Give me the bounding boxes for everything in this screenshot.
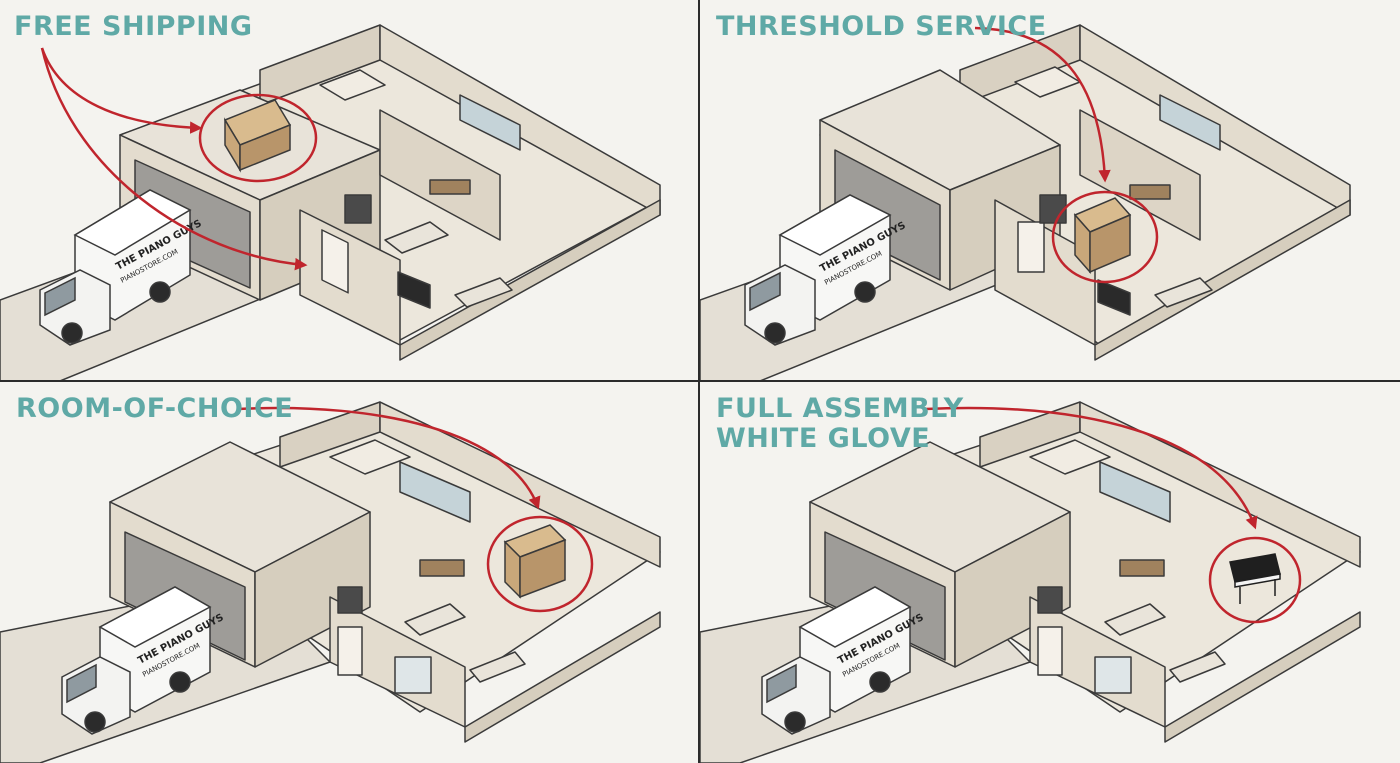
truck-icon: THE PIANO GUYS PIANOSTORE.COM	[39, 189, 204, 346]
front-door	[337, 626, 363, 676]
arrow-to-crate	[40, 47, 203, 134]
front-right-wall	[464, 611, 661, 743]
tv	[397, 271, 431, 309]
dining-table	[1129, 184, 1171, 200]
piano-crate-icon	[223, 99, 292, 173]
dining-table	[419, 559, 465, 577]
window	[1094, 656, 1132, 694]
sofa-2	[1169, 651, 1226, 683]
sofa	[384, 221, 449, 254]
front-right-wall	[399, 199, 661, 361]
arrow-to-room	[237, 406, 541, 510]
window	[394, 656, 432, 694]
truck-icon: THE PIANO GUYS PIANOSTORE.COM	[761, 586, 926, 735]
arrow-to-door	[40, 47, 308, 271]
front-right-wall	[1094, 199, 1351, 361]
sofa	[1154, 277, 1213, 308]
right-wall	[1079, 401, 1361, 568]
piano-crate-icon	[503, 524, 567, 599]
house-scene: THE PIANO GUYS PIANOSTORE.COM	[0, 24, 661, 381]
service-label-line1: FULL ASSEMBLY	[716, 393, 964, 424]
service-label: THRESHOLD SERVICE	[716, 11, 1047, 42]
truck-icon: THE PIANO GUYS PIANOSTORE.COM	[744, 194, 908, 346]
service-label: FULL ASSEMBLY WHITE GLOVE	[716, 394, 964, 454]
house-scene: THE PIANO GUYS PIANOSTORE.COM	[0, 401, 661, 763]
stove	[1037, 586, 1063, 614]
house-scene: THE PIANO GUYS PIANOSTORE.COM	[700, 401, 1361, 763]
dining-table	[1119, 559, 1165, 577]
stove	[344, 194, 372, 224]
service-label: ROOM-OF-CHOICE	[16, 393, 294, 424]
horizontal-divider	[0, 380, 1400, 382]
sofa-2	[454, 277, 513, 308]
sofa	[404, 603, 466, 636]
tv	[1097, 279, 1131, 316]
bed	[1029, 439, 1111, 475]
panel-room-of-choice: THE PIANO GUYS PIANOSTORE.COM ROOM-OF-CH…	[0, 382, 700, 763]
highlight-circle	[486, 515, 594, 613]
house-scene: THE PIANO GUYS PIANOSTORE.COM	[700, 24, 1351, 381]
panel-threshold-service: THE PIANO GUYS PIANOSTORE.COM THRESHOLD …	[700, 0, 1400, 381]
panel-full-assembly: THE PIANO GUYS PIANOSTORE.COM FULL ASSEM…	[700, 382, 1400, 763]
sofa	[1104, 603, 1166, 636]
sofa-2	[469, 651, 526, 683]
bed	[319, 69, 386, 101]
service-label-line2: WHITE GLOVE	[716, 423, 931, 454]
piano-crate-icon	[1073, 197, 1132, 274]
arrow-to-piano	[924, 406, 1258, 530]
bed	[329, 439, 411, 475]
highlight-circle	[1051, 190, 1159, 284]
service-label: FREE SHIPPING	[14, 11, 253, 42]
front-door	[321, 229, 349, 294]
front-door	[1037, 626, 1063, 676]
stove	[337, 586, 363, 614]
garage-side	[954, 511, 1071, 668]
front-right-wall	[1164, 611, 1361, 743]
panel-free-shipping: THE PIANO GUYS PIANOSTORE.COM FREE SHIPP…	[0, 0, 700, 381]
stove	[1039, 194, 1067, 224]
digital-piano-icon	[1229, 553, 1281, 604]
arrow-to-entry	[974, 26, 1111, 183]
dining-table	[429, 179, 471, 195]
highlight-circle	[1208, 536, 1302, 624]
front-door	[1017, 221, 1045, 273]
garage-side	[254, 511, 371, 668]
truck-icon: THE PIANO GUYS PIANOSTORE.COM	[61, 586, 226, 735]
right-wall	[379, 401, 661, 568]
highlight-circle	[198, 93, 318, 183]
